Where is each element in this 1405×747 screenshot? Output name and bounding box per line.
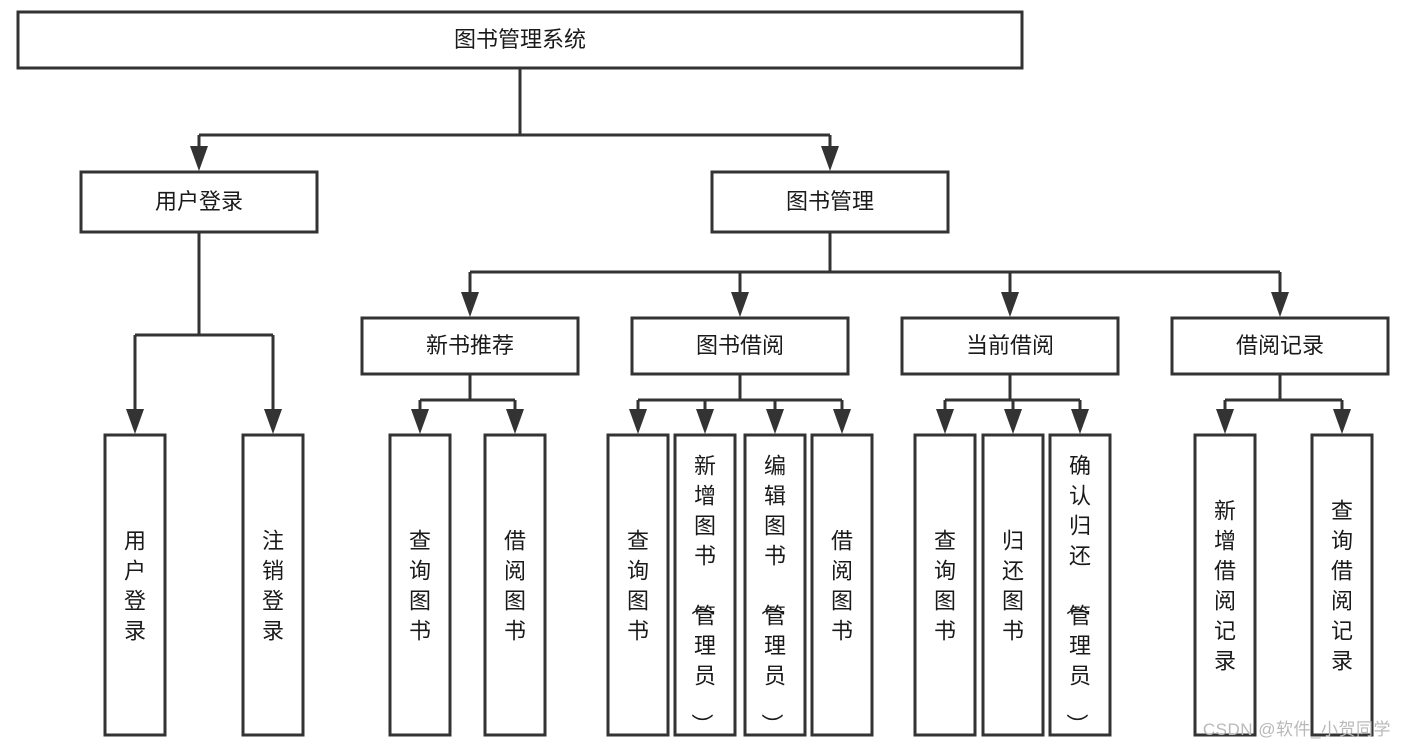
node-box[interactable] [360,316,580,376]
node-user-login[interactable]: 用户登录 [79,170,319,234]
arrow-head-icon [1216,409,1234,434]
connectors-layer [126,68,1351,434]
arrow-head-icon [731,292,749,317]
node-leaf-edit-book[interactable]: 编辑图书（管理员） [743,433,807,737]
node-leaf-borrow-book-2[interactable]: 借阅图书 [810,433,874,737]
node-label: 查询图书 [934,528,956,643]
node-leaf-add-book[interactable]: 新增图书（管理员） [673,433,737,737]
arrow-head-icon [1333,409,1351,434]
arrow-head-icon [833,409,851,434]
arrow-head-icon [1071,409,1089,434]
node-label: 图书管理系统 [454,27,586,52]
node-leaf-confirm-return[interactable]: 确认归还（管理员） [1048,433,1112,737]
arrow-head-icon [190,146,208,171]
node-label: 确认归还（管理员） [1064,453,1091,735]
arrow-head-icon [766,409,784,434]
node-box[interactable] [1193,433,1257,737]
node-box[interactable] [388,433,452,737]
node-leaf-user-login[interactable]: 用户登录 [103,433,167,737]
arrow-head-icon [629,409,647,434]
node-box[interactable] [606,433,670,737]
node-label: 图书借阅 [696,333,784,358]
arrow-head-icon [936,409,954,434]
node-box[interactable] [241,433,305,737]
arrow-head-icon [1271,292,1289,317]
node-label: 查询图书 [627,528,649,643]
node-box[interactable] [710,170,950,234]
node-box[interactable] [79,170,319,234]
node-box[interactable] [16,10,1024,70]
node-box[interactable] [630,316,850,376]
node-leaf-query-book-3[interactable]: 查询图书 [913,433,977,737]
node-box[interactable] [743,433,807,737]
node-box[interactable] [1170,316,1390,376]
arrow-head-icon [411,409,429,434]
node-box[interactable] [103,433,167,737]
connector-group [126,232,282,434]
node-label: 新增图书（管理员） [689,453,716,735]
node-leaf-add-record[interactable]: 新增借阅记录 [1193,433,1257,737]
node-label: 归还图书 [1002,528,1024,643]
arrow-head-icon [821,146,839,171]
node-label: 编辑图书（管理员） [759,453,786,735]
node-leaf-query-book-2[interactable]: 查询图书 [606,433,670,737]
connector-group [190,68,839,171]
node-leaf-logout[interactable]: 注销登录 [241,433,305,737]
node-label: 借阅图书 [504,528,526,643]
connector-group [629,374,851,434]
node-label: 当前借阅 [966,333,1054,358]
node-leaf-return-book[interactable]: 归还图书 [981,433,1045,737]
node-label: 查询借阅记录 [1331,498,1353,673]
node-book-borrow[interactable]: 图书借阅 [630,316,850,376]
node-box[interactable] [900,316,1120,376]
node-label: 查询图书 [409,528,431,643]
node-leaf-query-book-1[interactable]: 查询图书 [388,433,452,737]
node-current-borrow[interactable]: 当前借阅 [900,316,1120,376]
node-label: 图书管理 [786,189,874,214]
node-leaf-query-record[interactable]: 查询借阅记录 [1310,433,1374,737]
node-leaf-borrow-book-1[interactable]: 借阅图书 [483,433,547,737]
nodes-layer: 图书管理系统用户登录图书管理新书推荐图书借阅当前借阅借阅记录用户登录注销登录查询… [16,10,1390,737]
connector-group [411,374,524,434]
node-box[interactable] [981,433,1045,737]
node-label: 新增借阅记录 [1214,498,1236,673]
node-new-book-rec[interactable]: 新书推荐 [360,316,580,376]
connector-group [461,232,1289,317]
node-label: 注销登录 [262,528,284,643]
connector-group [1216,374,1351,434]
arrow-head-icon [126,409,144,434]
node-box[interactable] [673,433,737,737]
arrow-head-icon [461,292,479,317]
node-book-manage[interactable]: 图书管理 [710,170,950,234]
node-label: 借阅记录 [1236,333,1324,358]
node-box[interactable] [913,433,977,737]
node-label: 借阅图书 [831,528,853,643]
node-box[interactable] [1310,433,1374,737]
node-root[interactable]: 图书管理系统 [16,10,1024,70]
connector-group [936,374,1089,434]
node-box[interactable] [483,433,547,737]
arrow-head-icon [696,409,714,434]
node-box[interactable] [810,433,874,737]
node-label: 新书推荐 [426,333,514,358]
node-label: 用户登录 [124,528,146,643]
node-label: 用户登录 [155,189,243,214]
node-borrow-record[interactable]: 借阅记录 [1170,316,1390,376]
arrow-head-icon [1001,292,1019,317]
arrow-head-icon [506,409,524,434]
arrow-head-icon [264,409,282,434]
arrow-head-icon [1004,409,1022,434]
node-box[interactable] [1048,433,1112,737]
watermark-text: CSDN @软件_小贺同学 [1202,720,1391,739]
